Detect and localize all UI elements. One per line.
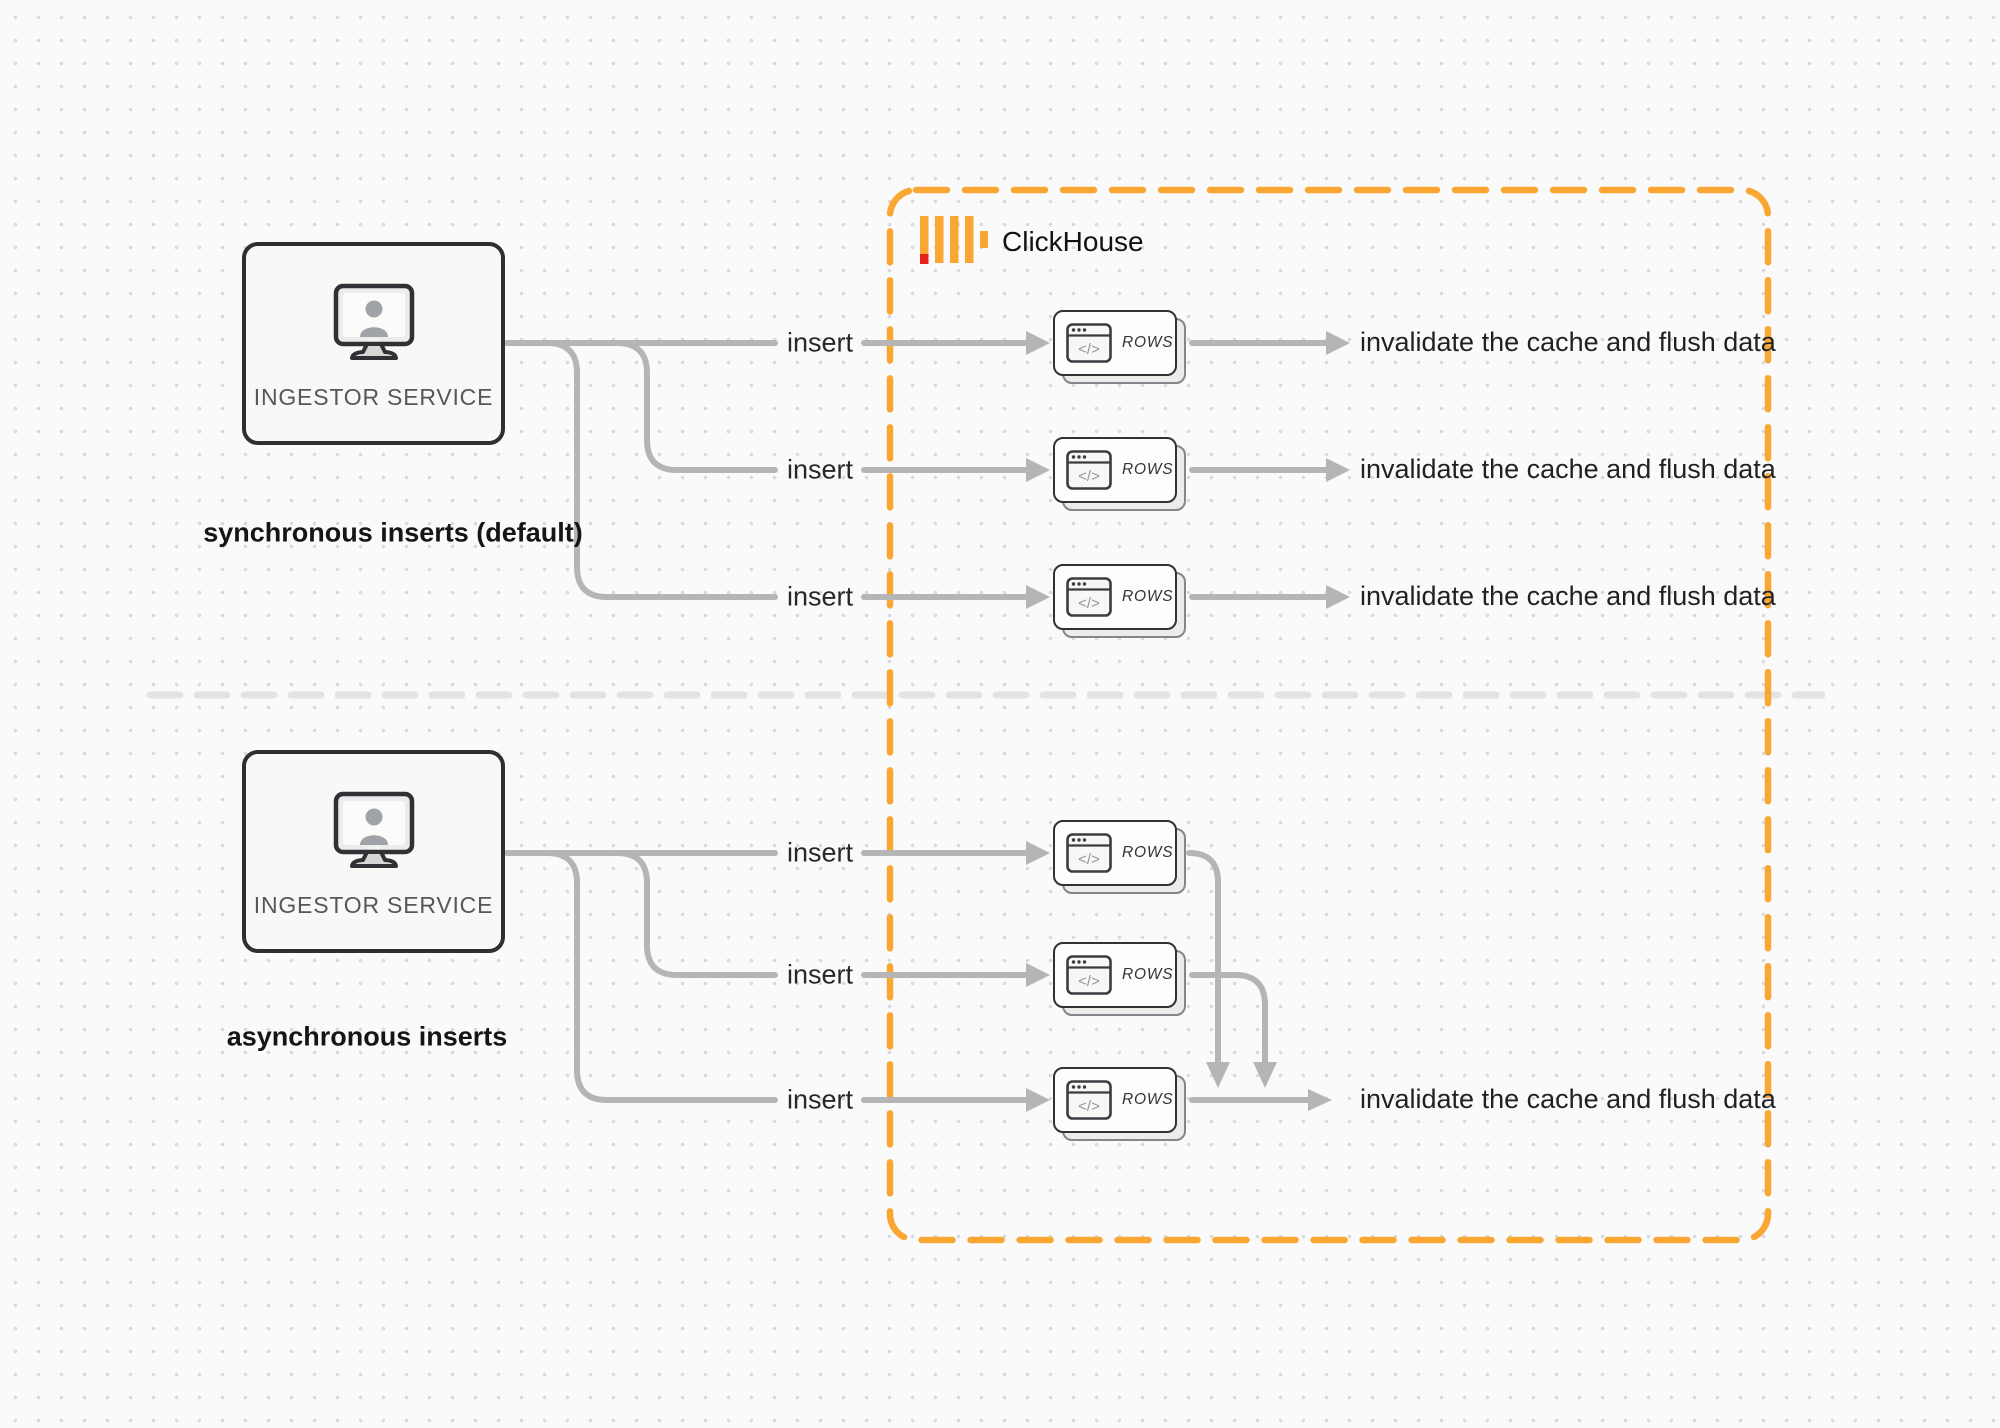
ingestor-service-box-async: INGESTOR SERVICE — [242, 750, 505, 953]
monitor-user-icon — [333, 791, 414, 868]
rows-card: </> ROWS — [1053, 310, 1187, 384]
insert-label: insert — [786, 581, 854, 612]
rows-label: ROWS — [1122, 1091, 1174, 1108]
rows-label: ROWS — [1122, 334, 1174, 351]
svg-text:</>: </> — [1078, 1098, 1100, 1115]
rows-card: </> ROWS — [1053, 437, 1187, 511]
browser-code-icon: </> — [1066, 577, 1112, 617]
insert-label: insert — [786, 454, 854, 485]
ingestor-service-box-sync: INGESTOR SERVICE — [242, 242, 505, 445]
invalidate-label: invalidate the cache and flush data — [1360, 580, 1776, 611]
browser-code-icon: </> — [1066, 1080, 1112, 1120]
browser-code-icon: </> — [1066, 955, 1112, 995]
browser-code-icon: </> — [1066, 323, 1112, 363]
clickhouse-title: ClickHouse — [1002, 226, 1144, 257]
rows-card: </> ROWS — [1053, 820, 1187, 894]
section-caption-sync: synchronous inserts (default) — [203, 517, 583, 548]
async-arrowheads — [1026, 841, 1332, 1112]
svg-text:</>: </> — [1078, 851, 1100, 868]
insert-label: insert — [786, 327, 854, 358]
rows-label: ROWS — [1122, 966, 1174, 983]
svg-text:</>: </> — [1078, 468, 1100, 485]
ingestor-service-label: INGESTOR SERVICE — [253, 892, 494, 918]
clickhouse-region-border — [886, 186, 1772, 1244]
monitor-user-icon — [333, 283, 414, 360]
rows-label: ROWS — [1122, 461, 1174, 478]
insert-label: insert — [786, 959, 854, 990]
section-caption-async: asynchronous inserts — [226, 1021, 508, 1052]
ingestor-service-label: INGESTOR SERVICE — [253, 384, 494, 410]
svg-text:</>: </> — [1078, 341, 1100, 358]
rows-label: ROWS — [1122, 588, 1174, 605]
rows-card: </> ROWS — [1053, 564, 1187, 638]
insert-label: insert — [786, 837, 854, 868]
browser-code-icon: </> — [1066, 450, 1112, 490]
sync-connectors — [504, 340, 1329, 600]
invalidate-label: invalidate the cache and flush data — [1360, 326, 1776, 357]
sync-arrowheads — [1026, 331, 1350, 609]
svg-text:</>: </> — [1078, 973, 1100, 990]
rows-card: </> ROWS — [1053, 942, 1187, 1016]
svg-text:</>: </> — [1078, 595, 1100, 612]
invalidate-label: invalidate the cache and flush data — [1360, 1083, 1776, 1114]
async-connectors — [504, 850, 1311, 1103]
rows-card: </> ROWS — [1053, 1067, 1187, 1141]
clickhouse-logo-icon — [920, 216, 988, 264]
invalidate-label: invalidate the cache and flush data — [1360, 453, 1776, 484]
browser-code-icon: </> — [1066, 833, 1112, 873]
insert-label: insert — [786, 1084, 854, 1115]
rows-label: ROWS — [1122, 844, 1174, 861]
